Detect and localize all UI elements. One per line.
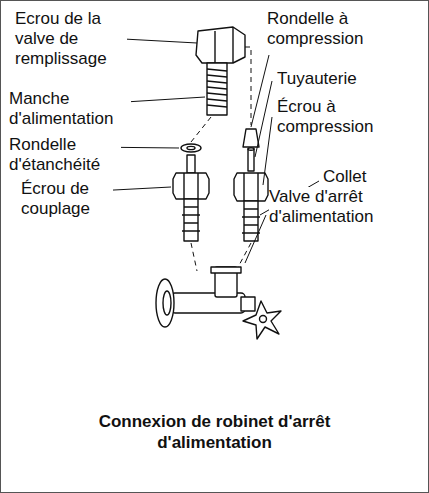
part-label: Manche d'alimentation: [9, 89, 131, 129]
part-label: Écrou à compression: [277, 97, 409, 137]
part-label: Rondelle d'étanchéité: [9, 135, 121, 175]
part-label: Valve d'arrêt d'alimentation: [269, 187, 401, 227]
part-label: Tuyauterie: [277, 69, 387, 89]
part-label: Rondelle à compression: [267, 9, 389, 49]
part-label: Ecrou de la valve de remplissage: [15, 9, 127, 69]
part-label: Écrou de couplage: [21, 179, 113, 219]
figure-caption: Connexion de robinet d'arrêt d'alimentat…: [55, 411, 375, 453]
part-label: Collet: [323, 167, 403, 187]
